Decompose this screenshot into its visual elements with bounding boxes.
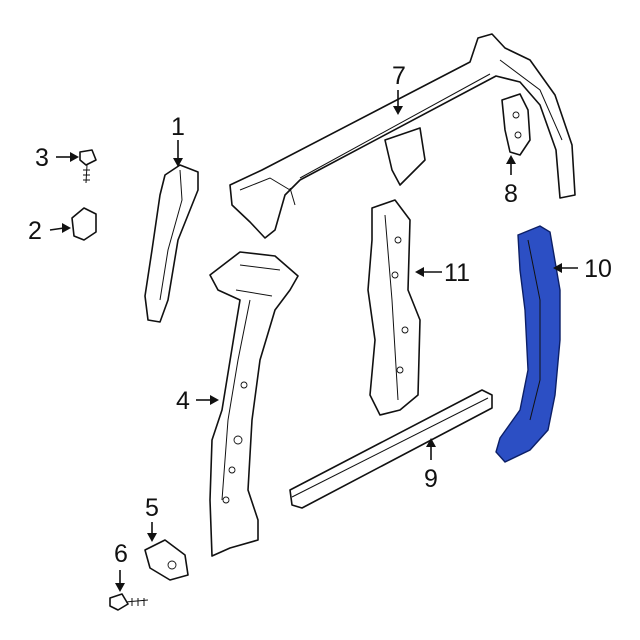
callout-4[interactable]: 4 (176, 387, 190, 415)
part-7-roof-rail[interactable] (229, 33, 576, 239)
callout-6[interactable]: 6 (114, 540, 128, 568)
part-2-clip[interactable] (71, 207, 97, 241)
callout-1[interactable]: 1 (171, 113, 185, 141)
part-3-screw[interactable] (79, 149, 97, 184)
part-10-highlighted-pillar[interactable] (495, 225, 561, 463)
part-4-pillar[interactable] (209, 251, 299, 557)
callout-3[interactable]: 3 (35, 144, 49, 172)
callout-2[interactable]: 2 (28, 217, 42, 245)
callout-9[interactable]: 9 (424, 465, 438, 493)
callout-7[interactable]: 7 (392, 62, 406, 90)
callout-11[interactable]: 11 (444, 259, 470, 287)
leader-lines (49, 90, 578, 592)
part-5-bracket[interactable] (144, 539, 189, 581)
part-9-rocker-sill[interactable] (289, 389, 493, 509)
part-8-bracket[interactable] (501, 93, 531, 156)
part-1-pillar-trim[interactable] (144, 164, 199, 323)
callout-10[interactable]: 10 (584, 255, 612, 283)
callout-5[interactable]: 5 (145, 494, 159, 522)
part-6-bolt[interactable] (109, 593, 149, 611)
callout-8[interactable]: 8 (504, 180, 518, 208)
part-11-inner-panel[interactable] (367, 199, 421, 416)
